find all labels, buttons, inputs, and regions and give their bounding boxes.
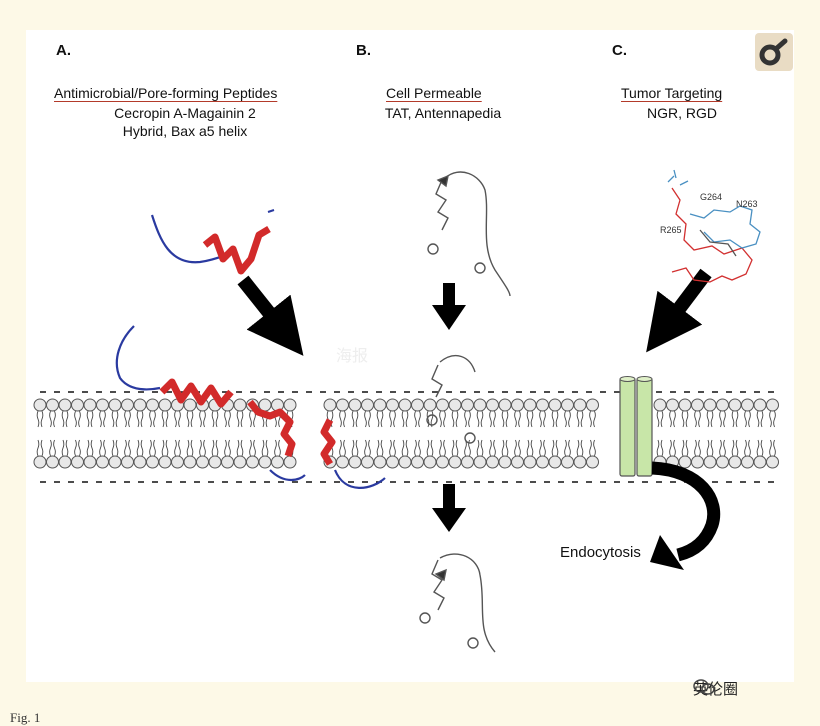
panel-a-letter: A. (56, 42, 71, 59)
panel-b-letter: B. (356, 42, 371, 59)
panel-a-line1: Cecropin A-Magainin 2 (114, 105, 256, 121)
arrow-c (646, 268, 712, 353)
search-corner-badge[interactable] (755, 33, 793, 71)
residue-r265: R265 (660, 225, 682, 235)
arrow-a (237, 275, 304, 356)
residue-g264: G264 (700, 192, 723, 202)
arrow-b-top (432, 283, 466, 330)
lipid-bilayer (33, 398, 779, 469)
residue-n263: N263 (736, 199, 758, 209)
figure-panel (26, 30, 794, 682)
receptor (619, 376, 653, 477)
search-icon (759, 38, 788, 66)
panel-b-heading: Cell Permeable (386, 85, 482, 101)
arrow-b-bottom (432, 484, 466, 532)
peptide-helix-a (150, 209, 275, 275)
peptide-tat-top (427, 171, 511, 297)
endocytosis-label: Endocytosis (560, 544, 641, 561)
watermark: 英伦圈 (693, 678, 738, 699)
faint-watermark: 海报 (336, 348, 369, 365)
panel-c-heading: Tumor Targeting (621, 85, 723, 101)
wechat-icon (693, 679, 715, 695)
panel-c-letter: C. (612, 42, 627, 59)
panel-c-line1: NGR, RGD (647, 105, 717, 121)
ngr-molecule (667, 169, 761, 283)
panel-a-line2: Hybrid, Bax a5 helix (122, 123, 248, 139)
peptide-membrane-a (115, 325, 386, 489)
panel-b-line1: TAT, Antennapedia (384, 105, 502, 121)
peptide-tat-bottom (419, 553, 496, 653)
panel-a-heading: Antimicrobial/Pore-forming Peptides (54, 85, 278, 101)
membrane-charge-lines (40, 391, 780, 483)
figure-caption: Fig. 1 (10, 710, 41, 725)
peptide-tat-membrane (426, 354, 476, 444)
endocytosis-arrow (650, 461, 721, 570)
